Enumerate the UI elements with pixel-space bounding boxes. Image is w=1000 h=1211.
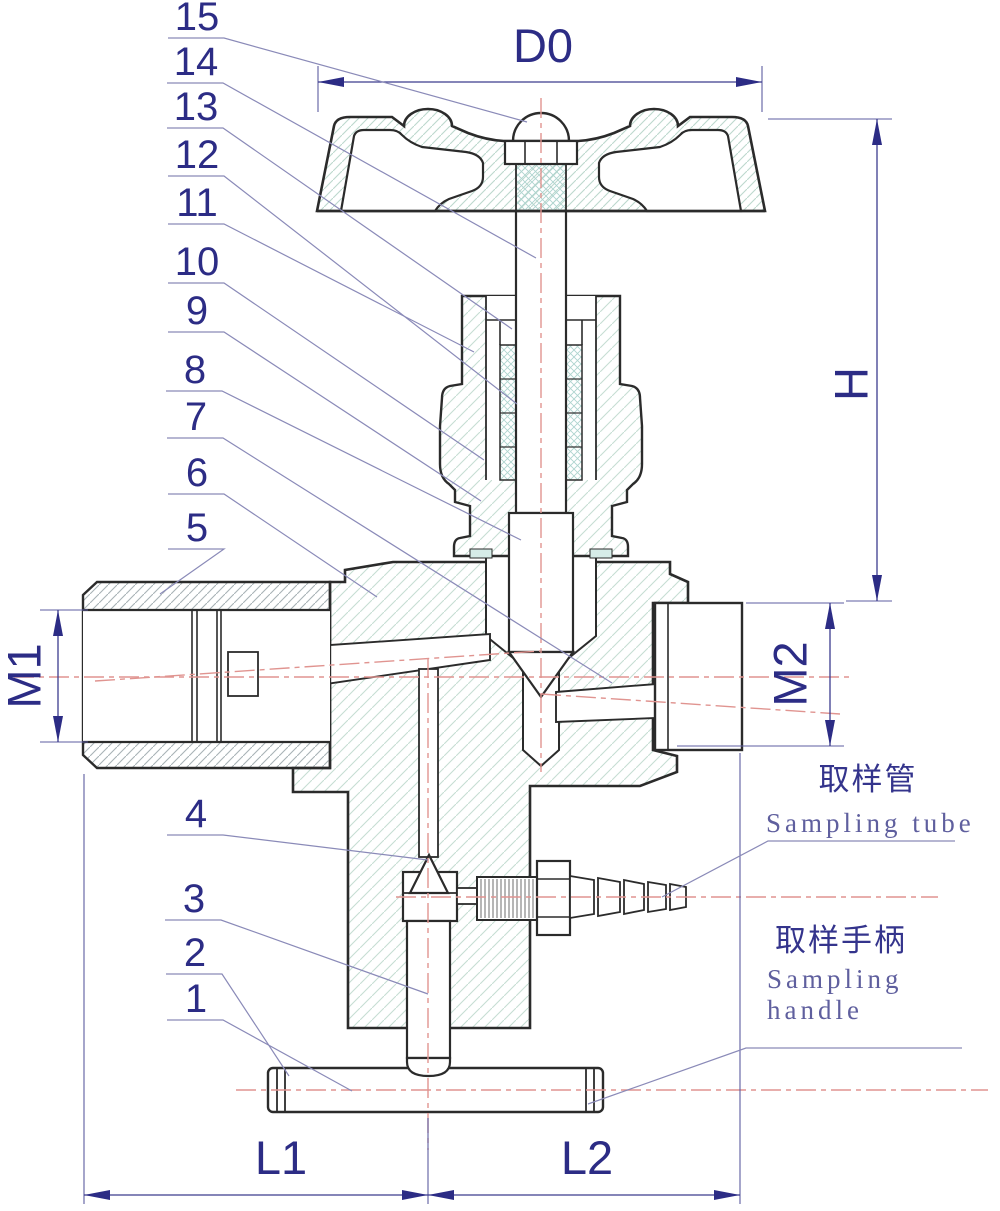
inlet-passage-centerline bbox=[94, 650, 541, 682]
part-leader-line bbox=[168, 282, 485, 461]
part-number-label: 6 bbox=[186, 451, 208, 495]
part-leader-line bbox=[166, 390, 522, 541]
annotation-leaders bbox=[587, 840, 962, 1105]
part-number-label: 15 bbox=[175, 0, 220, 39]
sampling-handle-label-cn: 取样手柄 bbox=[775, 923, 907, 958]
part-number-label: 11 bbox=[176, 181, 218, 225]
part-number-label: 12 bbox=[175, 133, 220, 177]
fitting-hex-nut bbox=[535, 859, 572, 937]
part-leader-line bbox=[168, 175, 518, 405]
centerlines bbox=[14, 98, 988, 1150]
part-leader-line bbox=[168, 331, 482, 502]
sampling-tube-label-cn: 取样管 bbox=[819, 762, 918, 797]
part-leader-line bbox=[168, 223, 475, 353]
part-number-label: 7 bbox=[185, 395, 207, 439]
dimension-extension-lines bbox=[40, 66, 892, 1204]
part-leader-line bbox=[168, 37, 528, 123]
handwheel-window-right bbox=[597, 128, 743, 213]
part-leader-line bbox=[159, 548, 226, 595]
part-number-label: 4 bbox=[185, 792, 207, 836]
gasket-left bbox=[469, 548, 493, 559]
part-number-label: 13 bbox=[174, 85, 219, 129]
dim-l2: L2 bbox=[561, 1131, 613, 1184]
part-number-label: 2 bbox=[184, 931, 206, 975]
part-number-label: 3 bbox=[183, 877, 205, 921]
dimension-arrowheads bbox=[53, 77, 882, 1200]
part-number-label: 10 bbox=[175, 240, 220, 284]
part-leader-line bbox=[165, 919, 429, 995]
part-number-label: 8 bbox=[184, 348, 206, 392]
part-leader-line bbox=[167, 127, 513, 330]
part-leader-line bbox=[167, 437, 613, 684]
sampling-handle-label-en-2: handle bbox=[767, 995, 863, 1025]
left-port-nut bbox=[81, 580, 332, 770]
part-number-label: 9 bbox=[186, 289, 208, 333]
fitting-thread bbox=[476, 876, 538, 921]
packing-rings bbox=[499, 344, 583, 481]
dim-h: H bbox=[825, 367, 878, 401]
part-leader-line bbox=[166, 973, 290, 1077]
gasket-right bbox=[589, 548, 613, 559]
handwheel-window-left bbox=[339, 128, 485, 213]
inlet-tube-end bbox=[227, 651, 259, 697]
part-leader-line bbox=[168, 493, 378, 598]
outlet-passage-centerline bbox=[540, 693, 841, 715]
dim-l1: L1 bbox=[255, 1131, 307, 1184]
sampling-handle-leader bbox=[587, 1047, 962, 1105]
dim-m1: M1 bbox=[0, 643, 51, 708]
dim-d0: D0 bbox=[513, 19, 573, 72]
sampling-needle bbox=[401, 852, 459, 1078]
part-leader-line bbox=[167, 1019, 353, 1092]
part-number-label: 5 bbox=[186, 506, 208, 550]
sampling-handle-label-en-1: Sampling bbox=[767, 964, 903, 994]
part-leader-line bbox=[167, 82, 537, 259]
dim-m2: M2 bbox=[764, 641, 817, 706]
part-number-label: 1 bbox=[185, 977, 207, 1021]
part-leader-line bbox=[167, 834, 429, 861]
sampling-tube-label-en: Sampling tube bbox=[766, 808, 975, 838]
part-number-label: 14 bbox=[174, 40, 219, 84]
sampling-tube-leader bbox=[661, 840, 955, 898]
